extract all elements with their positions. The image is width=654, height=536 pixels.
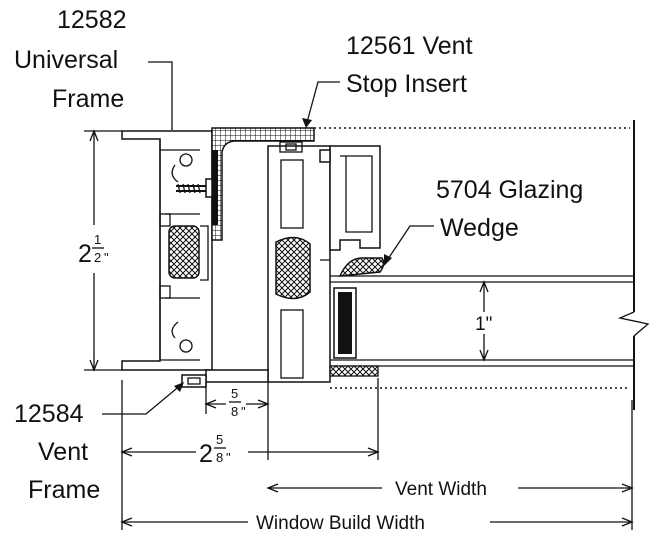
vent-stop-insert <box>211 127 315 241</box>
height-dimension <box>84 129 122 372</box>
height-dim-whole: 2 <box>78 240 92 268</box>
width-dim-num: 5 <box>216 432 223 447</box>
vent-stop-profile <box>319 145 381 251</box>
overall-width-dimension <box>120 378 380 530</box>
width-dim-whole: 2 <box>199 440 213 468</box>
small-width-dimension <box>204 382 270 460</box>
vent-frame-extrusion <box>267 141 331 383</box>
glass-unit <box>329 275 634 377</box>
frame-thermal-break <box>168 225 200 279</box>
universal-frame-extrusion <box>121 130 213 371</box>
stop-insert-label-2: Stop Insert <box>346 70 467 98</box>
stop-insert-leader <box>305 81 340 127</box>
vent-width-dimension <box>266 400 634 530</box>
glazing-wedge-label-1: 5704 Glazing <box>436 176 583 204</box>
window-build-width-dimension <box>120 517 634 527</box>
frame-outline-dotted <box>314 120 650 410</box>
glazing-wedge <box>338 257 385 277</box>
height-dim-unit: " <box>104 250 109 265</box>
glass-dim-label: 1" <box>475 314 492 335</box>
universal-frame-label-1: 12582 <box>57 6 127 34</box>
stop-insert-label-1: 12561 Vent <box>346 32 473 60</box>
vent-frame-label-1: 12584 <box>14 400 84 428</box>
vent-width-label: Vent Width <box>395 479 487 500</box>
width-dim-unit: " <box>226 450 231 465</box>
universal-frame-label-3: Frame <box>52 85 124 113</box>
vent-frame-bottom <box>181 369 269 388</box>
vent-frame-label-2: Vent <box>38 438 88 466</box>
window-build-width-label: Window Build Width <box>256 513 425 534</box>
universal-frame-leader <box>148 61 173 130</box>
width-dim-den: 8 <box>216 450 223 465</box>
vent-thermal-break <box>275 236 311 300</box>
height-dim-num: 1 <box>94 232 101 247</box>
small-dim-num: 5 <box>231 386 238 401</box>
glazing-wedge-label-2: Wedge <box>440 214 519 242</box>
small-dim-den: 8 <box>231 404 238 419</box>
small-dim-unit: " <box>241 404 246 419</box>
glazing-wedge-leader <box>385 225 434 263</box>
break-line-icon <box>617 311 650 337</box>
height-dim-den: 2 <box>94 250 101 265</box>
vent-frame-leader <box>102 383 183 415</box>
universal-frame-label-2: Universal <box>14 46 118 74</box>
vent-frame-label-3: Frame <box>28 476 100 504</box>
